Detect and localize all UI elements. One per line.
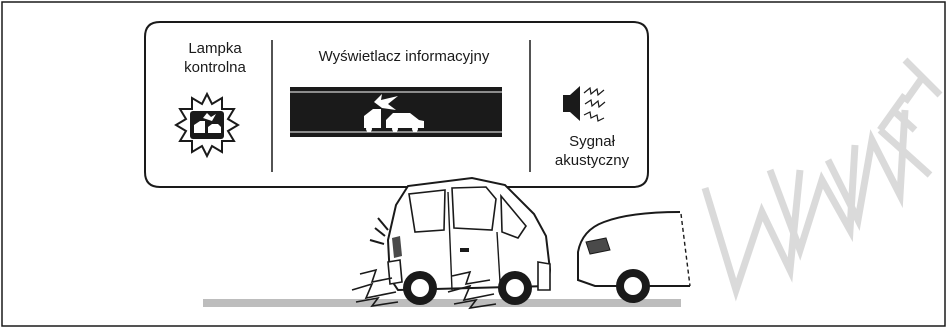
- watermark: [705, 60, 940, 290]
- van-icon: [370, 178, 550, 305]
- ground-line: [203, 299, 681, 307]
- collision-display-icon: [290, 87, 502, 137]
- acoustic-signal-label: Sygnał akustyczny: [537, 132, 647, 170]
- warning-light-label: Lampka kontrolna: [160, 39, 270, 77]
- information-display-label: Wyświetlacz informacyjny: [284, 47, 524, 66]
- car-icon: [578, 212, 690, 303]
